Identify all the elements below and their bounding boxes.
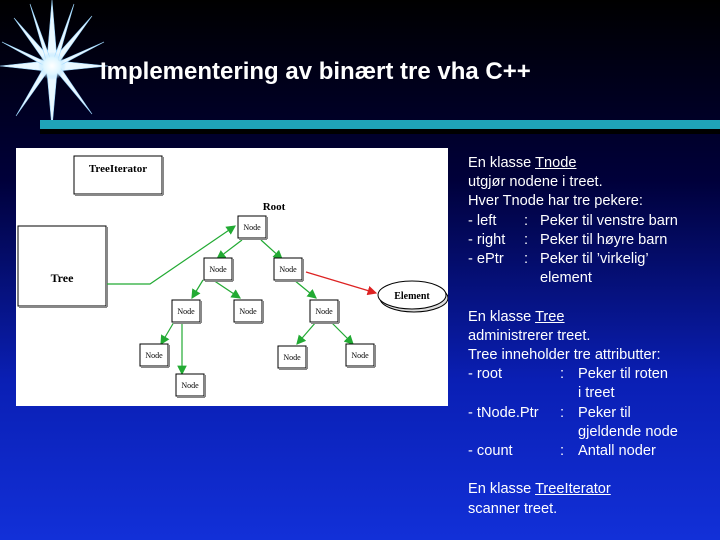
node-right: Node: [274, 258, 303, 281]
node-left: Node: [204, 258, 233, 281]
tree-label: Tree: [51, 271, 75, 285]
node-label: Node: [181, 381, 199, 390]
node-left-left-left: Node: [140, 344, 169, 367]
element-pointer-arrow: [306, 272, 376, 293]
node-right-right-right: Node: [346, 344, 375, 367]
node-label: Node: [209, 265, 227, 274]
node-label: Node: [283, 353, 301, 362]
iterator-class-name: TreeIterator: [535, 481, 611, 497]
root-label: Root: [263, 201, 286, 213]
edge-l-ll: [192, 280, 203, 298]
slide-title: Implementering av binært tre vha C++: [100, 58, 531, 86]
node-label: Node: [243, 223, 261, 232]
edge-l-lr: [213, 280, 240, 298]
node-right-right: Node: [310, 300, 339, 323]
node-label: Node: [351, 351, 369, 360]
edge-root-left: [217, 240, 242, 259]
node-right-right-left: Node: [278, 346, 307, 369]
tnode-pointer-right: - right:Peker til høyre barn: [468, 231, 718, 250]
tree-line: administrerer treet.: [468, 327, 718, 346]
node-left-right: Node: [234, 300, 263, 323]
edge-ll-lll: [161, 322, 174, 344]
tnode-pointer-continuation: element: [468, 269, 718, 288]
tnode-line: utgjør nodene i treet.: [468, 173, 718, 192]
edge-root-right: [261, 240, 282, 259]
tree-attr-root-cont: i treet: [468, 384, 718, 403]
tree-iterator-label: TreeIterator: [89, 163, 147, 175]
element-label: Element: [394, 291, 430, 302]
tree-attr-root: - root:Peker til roten: [468, 365, 718, 384]
tree-iterator-box: TreeIterator: [74, 156, 163, 195]
starburst-logo: [0, 0, 110, 130]
tree-box: Tree: [18, 226, 107, 307]
element-ellipse: Element: [378, 281, 448, 312]
iterator-line: scanner treet.: [468, 500, 718, 519]
edge-rr-rrl: [297, 322, 316, 344]
edge-r-rr: [294, 280, 316, 298]
node-label: Node: [145, 351, 163, 360]
tree-prefix: En klasse: [468, 309, 535, 325]
tnode-line: Hver Tnode har tre pekere:: [468, 192, 718, 211]
description-text: En klasse Tnode utgjør nodene i treet. H…: [468, 154, 718, 519]
tree-attr-tnodeptr: - tNode.Ptr:Peker til: [468, 404, 718, 423]
node-label: Node: [177, 307, 195, 316]
node-label: Node: [315, 307, 333, 316]
tnode-pointer-eptr: - ePtr:Peker til ’virkelig’: [468, 250, 718, 269]
iterator-heading: En klasse TreeIterator: [468, 480, 718, 499]
tree-class-name: Tree: [535, 309, 564, 325]
node-label: Node: [279, 265, 297, 274]
node-label: Node: [239, 307, 257, 316]
title-divider: [40, 120, 720, 136]
edge-rr-rrr: [331, 322, 353, 344]
tree-attr-tnodeptr-cont: gjeldende node: [468, 423, 718, 442]
node-root: Node: [238, 216, 267, 239]
tree-heading: En klasse Tree: [468, 308, 718, 327]
tree-line: Tree inneholder tre attributter:: [468, 346, 718, 365]
node-left-left: Node: [172, 300, 201, 323]
tree-attr-count: - count:Antall noder: [468, 442, 718, 461]
tnode-pointer-left: - left:Peker til venstre barn: [468, 212, 718, 231]
iterator-prefix: En klasse: [468, 481, 535, 497]
tnode-prefix: En klasse: [468, 155, 535, 171]
tnode-heading: En klasse Tnode: [468, 154, 718, 173]
node-left-left-right: Node: [176, 374, 205, 397]
tnode-class-name: Tnode: [535, 155, 576, 171]
binary-tree-diagram: TreeIterator Tree Root El: [16, 148, 448, 406]
